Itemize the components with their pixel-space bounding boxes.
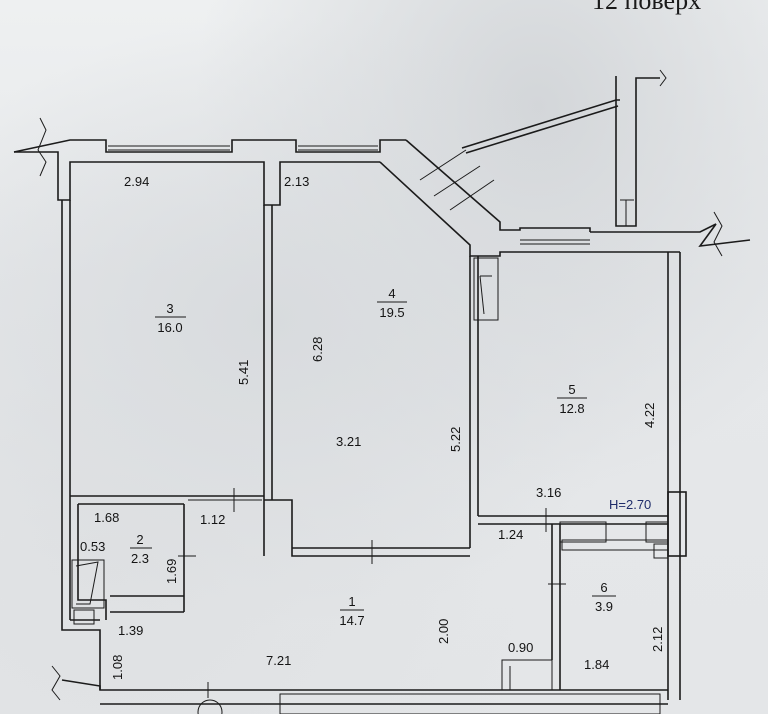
dimension-label: 2.94 (124, 174, 149, 189)
interior-walls (70, 205, 669, 698)
room-3-area: 16.0 (157, 320, 182, 335)
room-2-number: 2 (136, 532, 143, 547)
room-2-label: 2 2.3 (130, 532, 152, 566)
ceiling-height-label: H=2.70 (609, 497, 651, 512)
room-2-area: 2.3 (131, 551, 149, 566)
dimension-label: 1.24 (498, 527, 523, 542)
dimension-label: 7.21 (266, 653, 291, 668)
room-1-area: 14.7 (339, 613, 364, 628)
room-1-number: 1 (348, 594, 355, 609)
room-6-label: 6 3.9 (592, 580, 616, 614)
dimension-label: 4.22 (642, 403, 657, 428)
dimension-label: 0.90 (508, 640, 533, 655)
dimension-label: 1.39 (118, 623, 143, 638)
dimension-label: 0.53 (80, 539, 105, 554)
dimension-label: 6.28 (310, 337, 325, 362)
room-4-area: 19.5 (379, 305, 404, 320)
dimension-label: 1.68 (94, 510, 119, 525)
dimension-label: 2.12 (650, 627, 665, 652)
dimension-label: 1.08 (110, 655, 125, 680)
room-6-area: 3.9 (595, 599, 613, 614)
room-5-area: 12.8 (559, 401, 584, 416)
room-4-number: 4 (388, 286, 395, 301)
dimension-label: 5.41 (236, 360, 251, 385)
room-3-label: 3 16.0 (155, 301, 186, 335)
dimension-label: 3.16 (536, 485, 561, 500)
dimension-label: 2.00 (436, 619, 451, 644)
room-5-label: 5 12.8 (557, 382, 587, 416)
dimension-label: 1.12 (200, 512, 225, 527)
room-6-number: 6 (600, 580, 607, 595)
room-1-label: 1 14.7 (339, 594, 364, 628)
floor-title: 12 поверх (592, 0, 702, 15)
dimension-label: 2.13 (284, 174, 309, 189)
room-labels: 1 14.7 2 2.3 3 16.0 4 19.5 5 (130, 286, 616, 628)
dimension-labels: 2.94 2.13 5.41 6.28 3.21 5.22 4.22 3.16 … (80, 174, 665, 680)
room-5-number: 5 (568, 382, 575, 397)
dimension-label: 1.84 (584, 657, 609, 672)
dimension-label: 3.21 (336, 434, 361, 449)
room-3-number: 3 (166, 301, 173, 316)
outer-walls (13, 69, 751, 714)
dimension-label: 5.22 (448, 427, 463, 452)
room-4-label: 4 19.5 (377, 286, 407, 320)
dimension-label: 1.69 (164, 559, 179, 584)
